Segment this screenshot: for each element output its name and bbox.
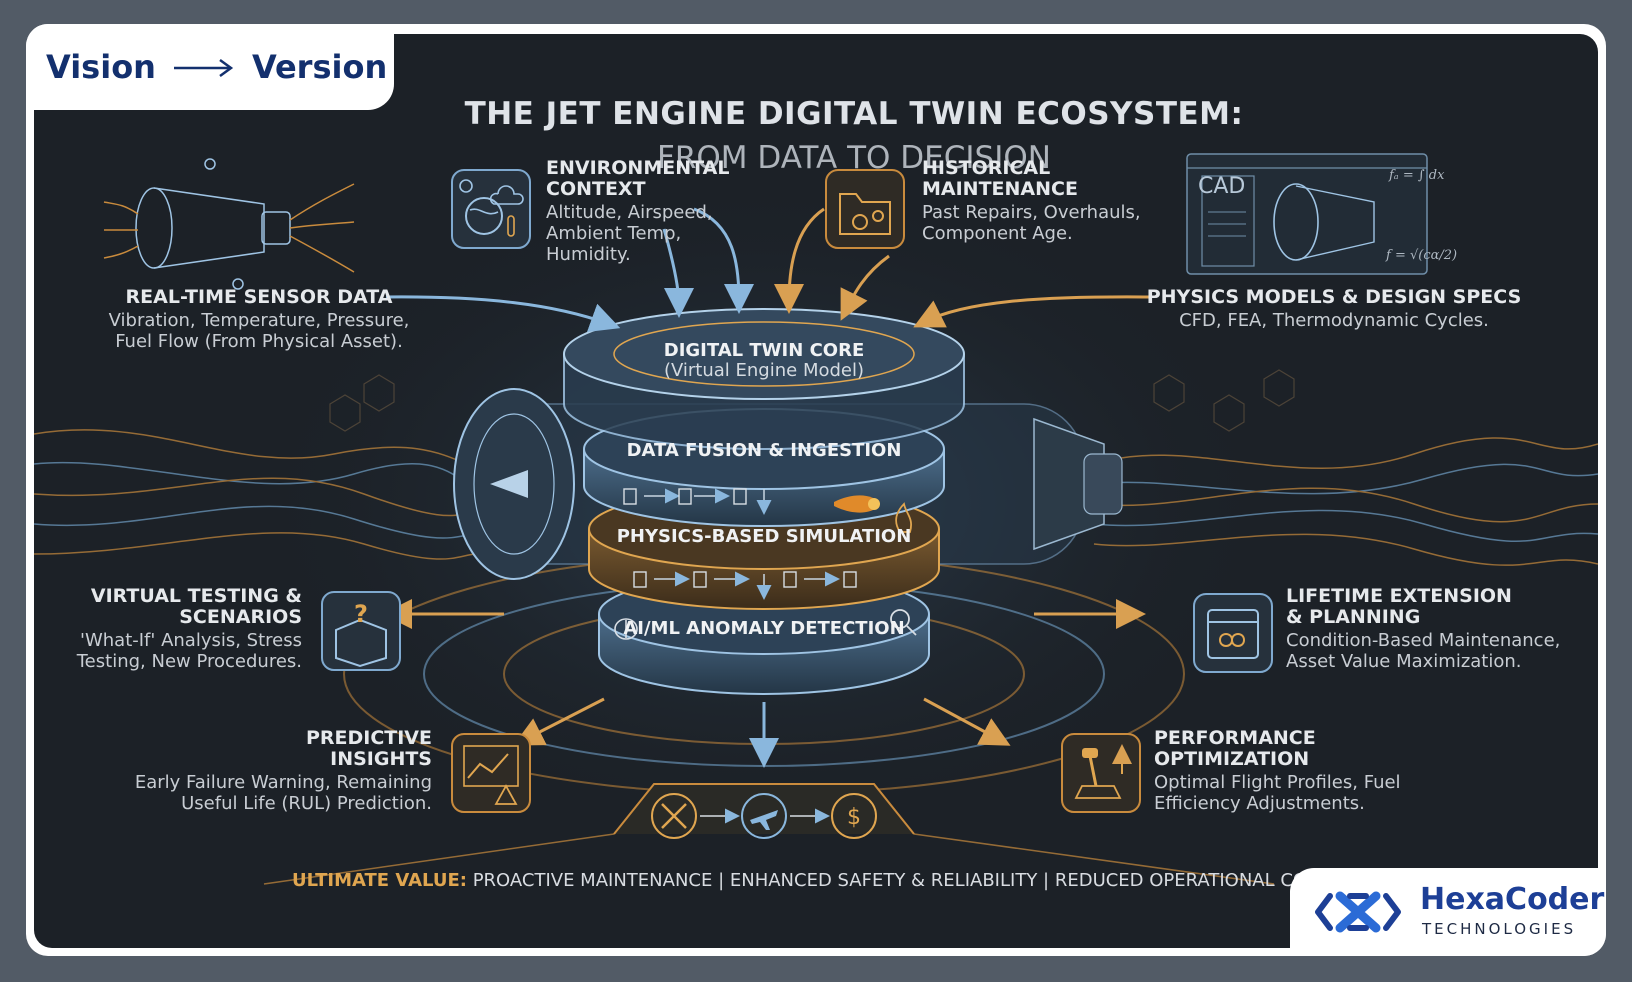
- tag-arrow-icon: [173, 48, 234, 86]
- environment-line-3: Humidity.: [546, 244, 631, 265]
- magnifier-icon: [890, 609, 917, 636]
- sensor-engine-icon: [103, 158, 355, 290]
- company-sub: TECHNOLOGIES: [1422, 920, 1577, 938]
- physics-line-1: CFD, FEA, Thermodynamic Cycles.: [1179, 310, 1489, 331]
- wrench-icon: [651, 793, 697, 839]
- ultimate-value-label: ULTIMATE VALUE:: [292, 870, 467, 891]
- predictive-line-2: Useful Life (RUL) Prediction.: [181, 793, 432, 814]
- sensor-heading: REAL-TIME SENSOR DATA: [125, 286, 393, 308]
- svg-text:f = √(cα/2): f = √(cα/2): [1385, 248, 1457, 263]
- hexacoder-logo-icon: [1315, 891, 1401, 933]
- maintenance-heading-2: MAINTENANCE: [922, 178, 1078, 200]
- brain-icon: [614, 618, 638, 640]
- svg-text:$: $: [847, 805, 861, 830]
- ultimate-value: ULTIMATE VALUE: PROACTIVE MAINTENANCE | …: [292, 870, 1347, 891]
- question-box-icon: ?: [321, 591, 401, 671]
- lifetime-heading-1: LIFETIME EXTENSION: [1286, 585, 1512, 607]
- flame-icon: [834, 495, 912, 533]
- throttle-lever-icon: [1061, 733, 1141, 813]
- core-subtitle: (Virtual Engine Model): [663, 360, 865, 381]
- globe-weather-icon: [451, 169, 531, 249]
- calendar-infinity-icon: [1193, 593, 1273, 673]
- svg-text:fₐ = ∫ dx: fₐ = ∫ dx: [1388, 168, 1445, 183]
- core-layer-simulation: PHYSICS-BASED SIMULATION: [616, 526, 912, 547]
- tag-vision: Vision: [46, 48, 156, 86]
- vision-version-tag: Vision Version: [26, 24, 394, 110]
- predictive-heading-1: PREDICTIVE: [305, 727, 432, 749]
- svg-text:?: ?: [354, 600, 368, 628]
- environment-line-1: Altitude, Airspeed,: [546, 202, 713, 223]
- performance-heading-1: PERFORMANCE: [1154, 727, 1316, 749]
- maintenance-line-1: Past Repairs, Overhauls,: [922, 202, 1141, 223]
- tag-version: Version: [251, 48, 388, 86]
- performance-line-1: Optimal Flight Profiles, Fuel: [1154, 772, 1401, 793]
- airplane-icon: [741, 793, 787, 839]
- company-name: HexaCoder: [1420, 882, 1605, 917]
- physics-heading: PHYSICS MODELS & DESIGN SPECS: [1146, 286, 1522, 308]
- maintenance-line-2: Component Age.: [922, 223, 1073, 244]
- core-stack: [563, 308, 965, 695]
- diagram-panel: $ fₐ = ∫ dx f = √(cα/2): [34, 34, 1598, 948]
- cad-engine-icon: fₐ = ∫ dx f = √(cα/2): [1186, 153, 1457, 275]
- dollar-icon: $: [831, 793, 877, 839]
- outcome-panel: $: [263, 783, 1275, 885]
- lifetime-line-2: Asset Value Maximization.: [1286, 651, 1522, 672]
- environment-line-2: Ambient Temp,: [546, 223, 682, 244]
- folder-gears-icon: [825, 169, 905, 249]
- diagram-graphics: $ fₐ = ∫ dx f = √(cα/2): [34, 153, 1598, 885]
- testing-line-2: Testing, New Procedures.: [76, 651, 302, 672]
- right-signal-waves: [1093, 437, 1598, 566]
- page-title: THE JET ENGINE DIGITAL TWIN ECOSYSTEM:: [464, 96, 1244, 132]
- lifetime-line-1: Condition-Based Maintenance,: [1286, 630, 1561, 651]
- predictive-line-1: Early Failure Warning, Remaining: [134, 772, 432, 793]
- testing-heading-2: SCENARIOS: [179, 606, 302, 628]
- hexagon-pattern: [329, 369, 1295, 432]
- core-title: DIGITAL TWIN CORE: [663, 340, 865, 361]
- company-logo: HexaCoder TECHNOLOGIES: [1290, 868, 1606, 956]
- cad-label: CAD: [1198, 174, 1246, 199]
- testing-heading-1: VIRTUAL TESTING &: [90, 585, 302, 607]
- maintenance-heading-1: HISTORICAL: [922, 157, 1051, 179]
- predictive-heading-2: INSIGHTS: [330, 748, 432, 770]
- sensor-line-2: Fuel Flow (From Physical Asset).: [115, 331, 403, 352]
- lifetime-heading-2: & PLANNING: [1286, 606, 1421, 628]
- core-layer-anomaly: AI/ML ANOMALY DETECTION: [623, 618, 905, 639]
- testing-line-1: 'What-If' Analysis, Stress: [80, 630, 302, 651]
- sensor-line-1: Vibration, Temperature, Pressure,: [108, 310, 410, 331]
- output-arrows: [382, 599, 1146, 768]
- core-layer-fusion: DATA FUSION & INGESTION: [626, 440, 902, 461]
- performance-line-2: Efficiency Adjustments.: [1154, 793, 1365, 814]
- environment-heading-1: ENVIRONMENTAL: [546, 157, 730, 179]
- performance-heading-2: OPTIMIZATION: [1154, 748, 1310, 770]
- page-subtitle: FROM DATA TO DECISION: [657, 140, 1051, 176]
- ultimate-value-text: PROACTIVE MAINTENANCE | ENHANCED SAFETY …: [472, 870, 1347, 891]
- input-arrows: [385, 207, 1150, 332]
- environment-heading-2: CONTEXT: [546, 178, 646, 200]
- chart-warning-icon: [451, 733, 531, 813]
